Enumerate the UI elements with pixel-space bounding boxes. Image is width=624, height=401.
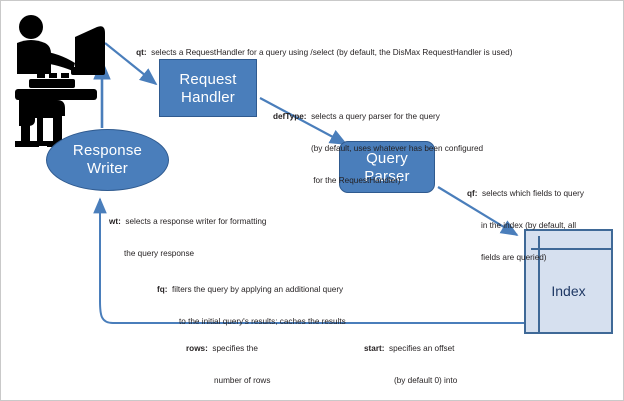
annotation-start: start: specifies an offset (by default 0… [364, 323, 479, 400]
annotation-fq-keyword: fq: [157, 285, 173, 295]
node-response-writer[interactable]: Response Writer [46, 129, 169, 191]
response-writer-label-line1: Response [72, 142, 143, 159]
annotation-start-keyword: start: [364, 344, 390, 354]
response-writer-label-line2: Writer [87, 160, 128, 177]
response-writer-label: Response Writer [47, 142, 168, 178]
annotation-qf-line2: in the index (by default, all [481, 220, 577, 230]
annotation-defType-line3: for the RequestHandler) [311, 175, 401, 185]
annotation-qt: qt: selects a RequestHandler for a query… [127, 37, 512, 69]
index-top-band [531, 236, 611, 250]
request-handler-label-line1: Request [179, 71, 237, 88]
annotation-wt-line1: selects a response writer for formatting [125, 217, 267, 227]
query-parser-label-line1: Query [366, 150, 408, 167]
annotation-defType-line1: selects a query parser for the query [311, 112, 440, 122]
annotation-wt: wt: selects a response writer for format… [109, 196, 266, 281]
request-handler-label-line2: Handler [181, 89, 235, 106]
annotation-fq-line2: to the initial query's results; caches t… [179, 316, 346, 326]
annotation-rows: rows: specifies the number of rows to be… [186, 323, 271, 400]
annotation-rows-line2: number of rows [214, 375, 271, 385]
index-left-band [531, 236, 540, 332]
annotation-wt-line2: the query response [124, 248, 195, 258]
request-handler-label: Request Handler [160, 71, 256, 107]
annotation-rows-keyword: rows: [186, 344, 213, 354]
annotation-qf-keyword: qf: [467, 189, 483, 199]
annotation-defType: defType: selects a query parser for the … [273, 91, 483, 208]
annotation-start-line1: specifies an offset [389, 344, 455, 354]
index-label: Index [551, 283, 586, 299]
node-index[interactable]: Index [524, 229, 613, 334]
query-parser-label-line2: Parser [364, 168, 410, 185]
node-query-parser[interactable]: Query Parser [339, 141, 435, 193]
annotation-defType-line2: (by default, uses whatever has been conf… [311, 143, 484, 153]
annotation-wt-keyword: wt: [109, 217, 126, 227]
annotation-fq: fq: filters the query by applying an add… [157, 264, 346, 349]
annotation-qf-line1: selects which fields to query [482, 189, 584, 199]
node-request-handler[interactable]: Request Handler [159, 59, 257, 117]
annotation-qt-keyword: qt: [136, 47, 152, 57]
annotation-fq-line1: filters the query by applying an additio… [172, 285, 344, 295]
query-parser-label: Query Parser [340, 150, 434, 186]
annotation-defType-keyword: defType: [273, 112, 312, 122]
annotation-rows-line1: specifies the [212, 344, 258, 354]
annotation-start-line2: (by default 0) into [394, 375, 458, 385]
annotation-qf: qf: selects which fields to query in the… [467, 168, 584, 285]
annotation-qf-line3: fields are queried) [481, 252, 547, 262]
annotation-qt-line1: selects a RequestHandler for a query usi… [151, 47, 513, 57]
